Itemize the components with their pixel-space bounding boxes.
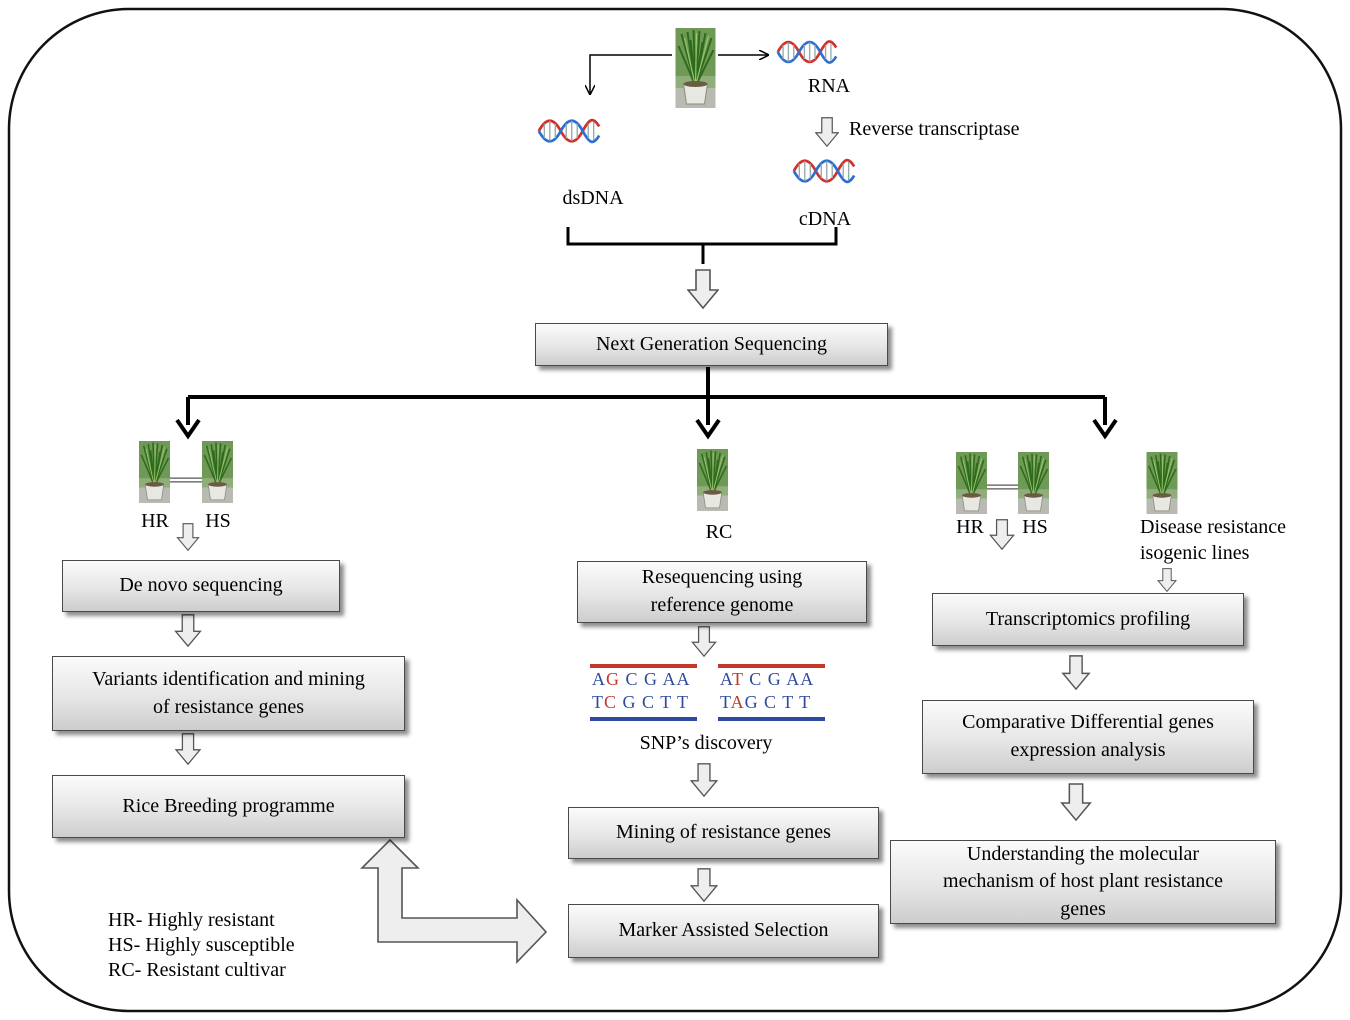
label-reverse-transcriptase: Reverse transcriptase	[849, 118, 1020, 140]
hollow-arrow-center-2	[690, 763, 718, 797]
rice-plant-icon	[1017, 452, 1050, 514]
box-transcriptomics-profiling: Transcriptomics profiling	[932, 593, 1244, 646]
legend-item-hs: HS- Highly susceptible	[108, 934, 295, 956]
box-de-novo-sequencing: De novo sequencing	[62, 560, 340, 612]
hollow-arrow-rna-cdna	[815, 116, 839, 148]
rice-plant-icon	[138, 441, 171, 503]
rice-plant-icon	[696, 449, 729, 511]
legend-item-hr: HR- Highly resistant	[108, 909, 275, 931]
box-next-generation-sequencing: Next Generation Sequencing	[535, 323, 888, 366]
outer-frame	[7, 7, 1343, 1013]
hollow-arrow-left-2	[174, 614, 202, 647]
box-text-line: reference genome	[650, 594, 794, 616]
label-hs-right: HS	[1022, 516, 1048, 538]
snp-sequence-right-top: AT C G AA	[720, 669, 815, 689]
arrow-to-dsdna	[590, 54, 672, 94]
branch-right-head	[1092, 418, 1118, 440]
box-text-line: Resequencing using	[641, 566, 803, 589]
rice-plant-icon	[201, 441, 234, 503]
snp-sequence-left-top: AG C G AA	[592, 669, 691, 689]
box-mining-resistance-genes: Mining of resistance genes	[568, 807, 879, 859]
label-disease-resistance: Disease resistance	[1140, 516, 1287, 538]
hollow-arrow-center-3	[690, 868, 718, 902]
box-text-line: genes	[1060, 897, 1106, 920]
box-rice-breeding-programme: Rice Breeding programme	[52, 775, 405, 838]
branch-center-head	[695, 418, 721, 440]
label-hr-left: HR	[141, 510, 169, 532]
double-headed-arrow-icon	[360, 838, 548, 964]
label-hr-right: HR	[956, 516, 984, 538]
branch-left-head	[175, 418, 201, 440]
box-variants-identification: Variants identification and mining of res…	[52, 656, 405, 731]
label-isogenic-lines: isogenic lines	[1140, 542, 1250, 564]
hollow-arrow-left-3	[175, 733, 201, 765]
box-comparative-differential-expression: Comparative Differential genes expression…	[922, 700, 1254, 774]
box-text-line: expression analysis	[1010, 739, 1166, 761]
rice-plant-icon	[674, 28, 717, 108]
box-text-line: of resistance genes	[152, 695, 305, 718]
box-text-line: Comparative Differential genes	[962, 711, 1214, 734]
dna-helix-icon	[794, 160, 854, 182]
hollow-arrow-right-hr	[989, 519, 1015, 550]
dna-helix-icon	[539, 120, 599, 142]
label-dsdna: dsDNA	[562, 187, 624, 209]
hollow-arrow-center-1	[691, 626, 717, 657]
merge-brace	[566, 227, 838, 246]
legend-item-rc: RC- Resistant cultivar	[108, 959, 286, 981]
box-text-line: mechanism of host plant resistance	[943, 870, 1223, 893]
box-resequencing: Resequencing using reference genome	[577, 561, 867, 623]
label-snp-discovery: SNP’s discovery	[639, 732, 773, 754]
snp-sequence-right-bottom: TAG C T T	[720, 692, 812, 712]
label-rna: RNA	[807, 75, 851, 97]
hollow-arrow-to-ngs	[687, 269, 719, 309]
label-hs-left: HS	[205, 510, 231, 532]
box-understanding-molecular-mechanism: Understanding the molecular mechanism of …	[890, 840, 1276, 924]
hollow-arrow-right-isogenic	[1157, 568, 1177, 592]
legend: HR- Highly resistant HS- Highly suscepti…	[108, 908, 295, 983]
label-cdna: cDNA	[798, 208, 852, 230]
box-text-line: Variants identification and mining	[92, 667, 365, 690]
box-text-line: Understanding the molecular	[966, 842, 1200, 865]
hollow-arrow-right-3	[1060, 783, 1092, 821]
box-marker-assisted-selection: Marker Assisted Selection	[568, 904, 879, 958]
snp-sequence-left-bottom: TC G C T T	[592, 692, 690, 712]
rice-plant-icon	[955, 452, 988, 514]
dna-helix-icon	[776, 39, 838, 65]
hollow-arrow-right-2	[1062, 655, 1090, 690]
label-rc: RC	[705, 521, 733, 543]
hollow-arrow-left-1	[176, 523, 200, 551]
rice-plant-icon	[1145, 452, 1179, 514]
